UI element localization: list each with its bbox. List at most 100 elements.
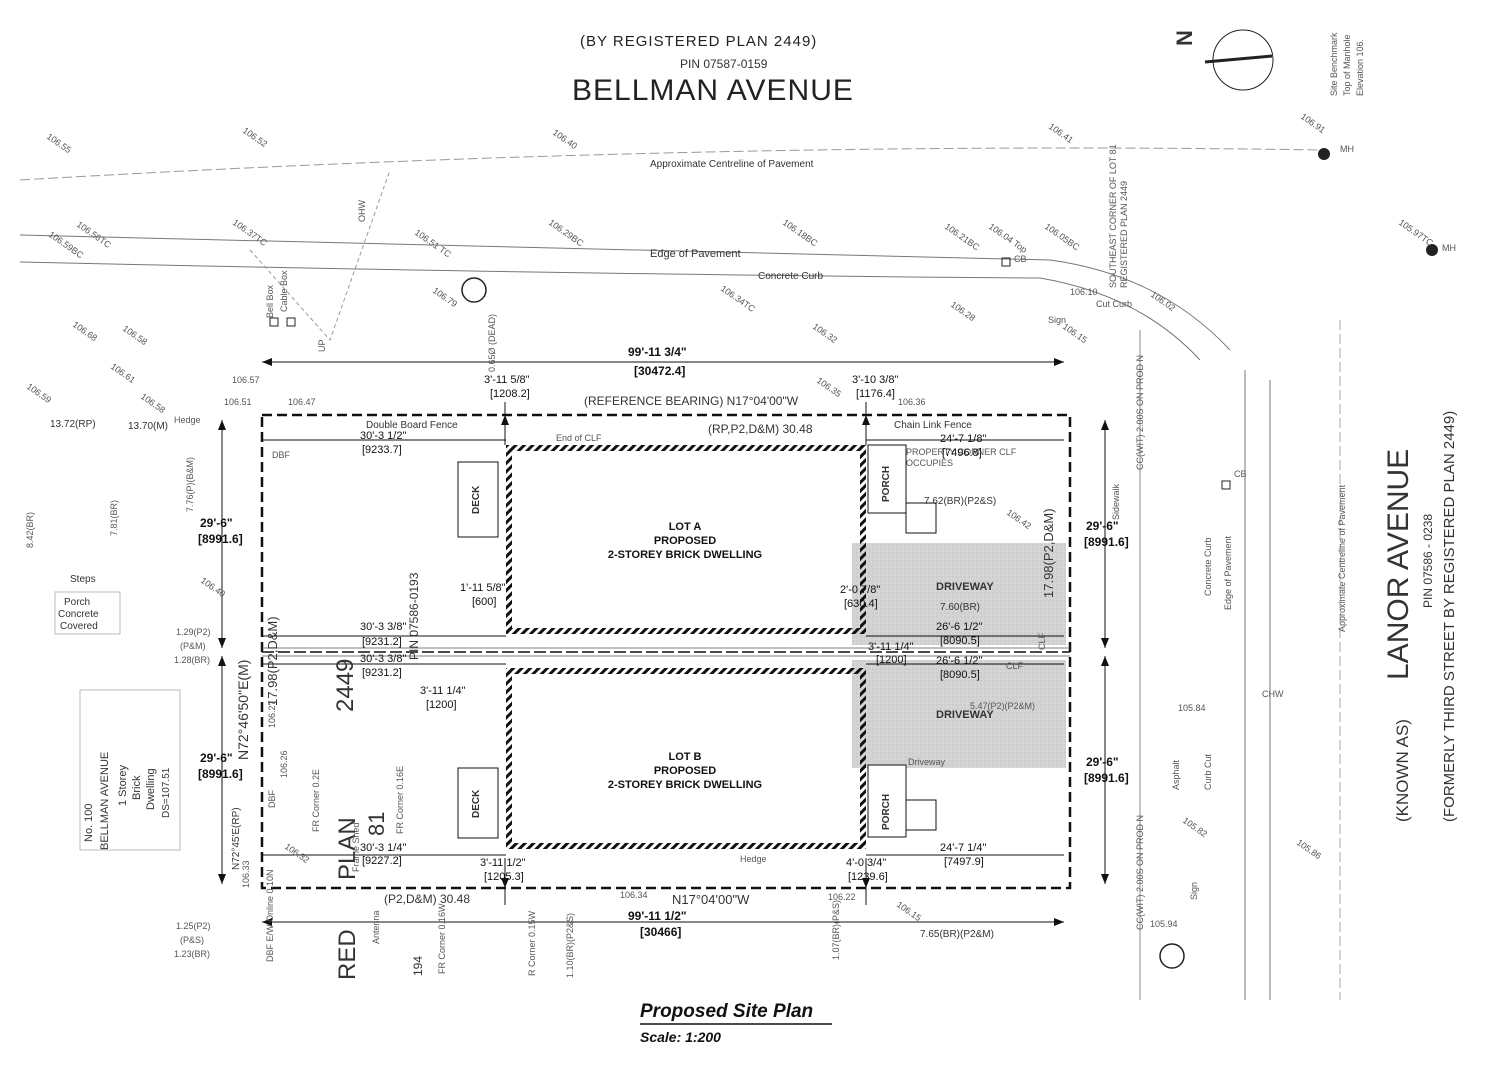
rear-mid-1-metric: [8090.5] — [940, 635, 980, 647]
mid-gap-metric: [1200] — [426, 699, 457, 711]
driveway-a-label: DRIVEWAY — [936, 581, 994, 593]
elevation: 106.51 — [224, 397, 252, 407]
clf-label: CLF — [1037, 632, 1047, 650]
concrete-curb-label: Concrete Curb — [758, 271, 824, 282]
north-pin-label: PIN 07587-0159 — [680, 57, 768, 71]
lot-b-label: LOT B PROPOSED 2-STOREY BRICK DWELLING — [585, 750, 785, 792]
manhole-label-2: MH — [1442, 243, 1456, 253]
p2-3-label: 1.28(BR) — [174, 655, 211, 665]
neighbour-dwelling: Dwelling — [145, 768, 157, 810]
dbf-online-label: DBF E/W Online 0.10N — [265, 869, 275, 962]
west-distance: 17.98(P2,D&M) — [265, 616, 280, 706]
mid-gap: 3'-11 1/4" — [420, 685, 466, 697]
setback-north-front-metric: [1208.2] — [490, 388, 530, 400]
north-arrow-icon: N — [1172, 30, 1197, 46]
elevation: 106.26 — [279, 750, 289, 778]
bell-box-label: Bell Box — [265, 284, 275, 318]
cb-label: CB — [1014, 254, 1027, 264]
side-a-top: 30'-3 1/2" — [360, 430, 407, 442]
red-label: RED — [334, 929, 361, 980]
br-top-label: 7.62(BR)(P2&S) — [924, 496, 997, 507]
edge-of-pavement-label: Edge of Pavement — [650, 248, 741, 260]
registered-plan-label: (BY REGISTERED PLAN 2449) — [580, 33, 818, 50]
sign-label-south: Sign — [1189, 881, 1199, 900]
chain-link-fence-label: Chain Link Fence — [894, 420, 972, 431]
lot-a-type: 2-STOREY BRICK DWELLING — [607, 549, 763, 561]
p2-1-label: 1.29(P2) — [176, 627, 211, 637]
asphalt-label: Asphalt — [1171, 759, 1181, 790]
lot-width-east-top-metric: [8991.6] — [1084, 535, 1129, 549]
south-bearing: N17°04'00"W — [672, 892, 750, 907]
end-of-clf-label: End of CLF — [556, 433, 602, 443]
br-bottom-label: 7.65(BR)(P2&M) — [920, 929, 994, 940]
east-pin-label: PIN 07586 - 0238 — [1421, 513, 1435, 608]
edge-of-pavement-east: Edge of Pavement — [1223, 535, 1233, 610]
lot-81-label: 81 — [364, 811, 389, 836]
mid-side-2: 30'-3 3/8" — [360, 653, 407, 665]
br-driveway-label: 7.60(BR) — [940, 602, 981, 613]
porch-concrete-label: Concrete — [58, 609, 99, 620]
mid-gap-2: 3'-11 1/4" — [868, 641, 914, 653]
concrete-curb-east: Concrete Curb — [1203, 537, 1213, 596]
mid-side-2-metric: [9231.2] — [362, 667, 402, 679]
south-boundary-metric: [30466] — [640, 925, 682, 939]
setback-north-front: 3'-11 5/8" — [484, 374, 530, 386]
benchmark-note-1: Site Benchmark — [1329, 32, 1339, 96]
west-bearing: N72°46'50"E(M) — [235, 659, 251, 760]
elevation: 106.47 — [288, 397, 316, 407]
fr-corner-1: FR Corner 0.2E — [311, 768, 321, 832]
driveway-b-note: Driveway — [908, 757, 946, 767]
north-boundary-length: 99'-11 3/4" — [628, 345, 687, 359]
r-corner-label: R Corner 0.15W — [527, 910, 537, 976]
southeast-corner-note: SOUTHEAST CORNER OF LOT 81 REGISTERED PL… — [1108, 144, 1129, 288]
plan-number: 2449 — [332, 658, 359, 712]
clf-label-2: CLF — [1006, 661, 1024, 671]
cable-box-label: Cable Box — [279, 270, 289, 312]
porch-b-label: PORCH — [881, 793, 892, 830]
mid-gap-2-metric: [1200] — [876, 654, 907, 666]
lot-width-east-top: 29'-6" — [1086, 519, 1119, 533]
chw-label: CHW — [1262, 689, 1284, 699]
p2-6-label: 1.23(BR) — [174, 949, 211, 959]
pin-mid-label: PIN 07586-0193 — [407, 572, 421, 660]
frame-shed-label: Frame Shed — [351, 822, 361, 872]
street-name-east: LANOR AVENUE — [1382, 448, 1415, 680]
rear-mid-2-metric: [8090.5] — [940, 669, 980, 681]
plan-scale: Scale: 1:200 — [640, 1029, 721, 1045]
lot-b-status: PROPOSED — [653, 765, 717, 777]
lot-width-west-top-metric: [8991.6] — [198, 532, 243, 546]
p2-2-label: (P&M) — [180, 641, 206, 651]
porch-label-neighbour: Porch — [64, 597, 91, 608]
deck-b-label: DECK — [471, 789, 482, 818]
cut-curb-label: Cut Curb — [1096, 299, 1133, 309]
benchmark-note-3: Elevation 106. — [1355, 38, 1365, 96]
rear-b-bottom: 24'-7 1/4" — [940, 842, 987, 854]
driveway-b-label: DRIVEWAY — [936, 709, 994, 721]
neighbour-storey: 1 Storey — [117, 765, 129, 806]
rear-a-top: 24'-7 1/8" — [940, 433, 987, 445]
plan-title: Proposed Site Plan — [640, 1001, 814, 1022]
br-south-1: 1.10(BR)(P2&S) — [565, 912, 575, 978]
north-boundary-metric: [30472.4] — [634, 364, 686, 378]
street-name-north: BELLMAN AVENUE — [572, 74, 854, 107]
property-corner-label: PROPERTY CORNER CLF OCCUPIES — [906, 447, 1017, 468]
side-b-bottom: 30'-3 1/4" — [360, 842, 407, 854]
rear-a-top-metric: [7496.8] — [942, 447, 982, 459]
dbf-label: DBF — [272, 450, 290, 460]
p2-4-label: 1.25(P2) — [176, 921, 211, 931]
south-boundary-length: 99'-11 1/2" — [628, 909, 687, 923]
fr-corner-2: FR Corner 0.16E — [395, 765, 405, 834]
formerly-label: (FORMERLY THIRD STREET BY REGISTERED PLA… — [1441, 410, 1458, 822]
setback-north-rear-metric: [1176.4] — [856, 388, 895, 400]
elevation: 106.57 — [232, 375, 260, 385]
hedge-label-south: Hedge — [740, 854, 767, 864]
porch-a-label: PORCH — [881, 465, 892, 502]
lot-width-west-bottom: 29'-6" — [200, 751, 233, 765]
ohw-label: OHW — [357, 200, 367, 222]
deck-a-label: DECK — [471, 485, 482, 514]
setback-south-front: 3'-11 1/2" — [480, 857, 526, 869]
porch-gap-a: 2'-0 7/8" — [840, 584, 881, 596]
neighbour-ds: DS=107.51 — [161, 767, 172, 818]
rp-2-label: 13.70(M) — [128, 421, 169, 432]
deck-gap-a-metric: [600] — [472, 596, 497, 608]
